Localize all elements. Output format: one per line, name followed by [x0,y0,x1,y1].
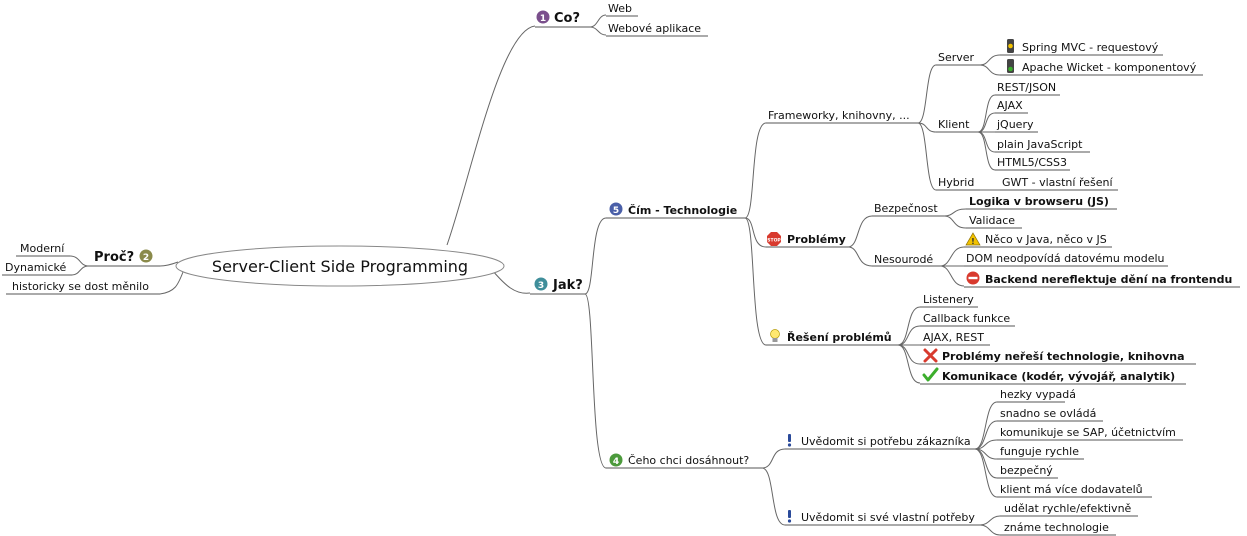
stop-sign-icon: STOP [767,232,781,246]
bezpecnost-item-validace: Validace [969,214,1015,227]
hybrid-label: Hybrid [938,176,974,189]
zakaznik-item-1: snadno se ovládá [1000,407,1096,420]
co-item-webove-aplikace: Webové aplikace [608,22,701,35]
bezpecnost-item-logika: Logika v browseru (JS) [969,195,1109,208]
svg-text:5: 5 [613,206,619,216]
svg-text:4: 4 [613,457,619,467]
server-item-wicket: Apache Wicket - komponentový [1022,61,1197,74]
klient-item-jquery: jQuery [996,118,1034,131]
svg-text:!: ! [971,237,975,246]
badge-number-icon: 1 [536,10,550,24]
root-title: Server-Client Side Programming [212,257,468,276]
zakaznik-item-3: funguje rychle [1000,445,1079,458]
zakaznik-item-5: klient má více dodavatelů [1000,483,1143,496]
klient-item-rest: REST/JSON [997,81,1056,94]
branch-ceho[interactable]: 4 Čeho chci dosáhnout? Uvědomit si potře… [606,388,1183,536]
red-cross-icon [923,348,938,363]
badge-number-icon: 3 [534,277,548,291]
jak-label: Jak? [552,278,583,293]
proc-label: Proč? [94,250,134,265]
proc-item-moderni: Moderní [20,242,65,255]
nesourode-item-backend: Backend nereflektuje dění na frontendu [985,273,1232,286]
zakaznik-item-4: bezpečný [1000,464,1053,477]
root-node[interactable]: Server-Client Side Programming [175,245,505,287]
frameworks-label: Frameworky, knihovny, ... [768,109,910,122]
vlastni-label: Uvědomit si své vlastní potřeby [801,511,975,524]
co-item-web: Web [608,2,632,15]
green-check-icon [922,367,939,382]
bezpecnost-label: Bezpečnost [874,202,938,215]
klient-item-plain-js: plain JavaScript [997,138,1083,151]
nesourode-label: Nesourodé [874,253,933,266]
klient-label: Klient [938,118,970,131]
vlastni-item-1: známe technologie [1004,521,1109,534]
zakaznik-item-0: hezky vypadá [1000,388,1076,401]
reseni-item-komunikace: Komunikace (kodér, vývojář, analytik) [942,370,1175,383]
reseni-item-ajax-rest: AJAX, REST [923,331,984,344]
svg-text:1: 1 [540,14,546,24]
branch-jak[interactable]: 3 Jak? [530,217,607,469]
badge-number-icon: 5 [609,202,623,216]
proc-item-historicky: historicky se dost měnilo [12,280,149,293]
nesourode-item-dom: DOM neodpovídá datovému modelu [966,252,1165,265]
co-label: Co? [554,11,580,26]
no-entry-icon [966,271,980,285]
reseni-label: Řešení problémů [787,331,892,344]
ceho-label: Čeho chci dosáhnout? [628,454,749,467]
svg-text:STOP: STOP [767,238,781,244]
klient-item-html5: HTML5/CSS3 [997,156,1067,169]
badge-number-icon: 2 [139,249,153,263]
exclamation-icon [787,510,792,523]
branch-co[interactable]: 1 Co? Web Webové aplikace [535,2,708,37]
zakaznik-label: Uvědomit si potřebu zákazníka [801,435,971,448]
cim-label: Čím - Technologie [628,204,737,217]
branch-proc[interactable]: Proč? 2 Moderní Dynamické historicky se … [2,242,160,295]
server-label: Server [938,51,975,64]
proc-item-dynamicke: Dynamické [5,261,66,274]
lightbulb-icon [770,329,780,342]
reseni-item-problemy: Problémy neřeší technologie, knihovna [942,350,1185,363]
vlastni-item-0: udělat rychle/efektivně [1004,502,1132,515]
badge-number-icon: 4 [609,453,623,467]
traffic-light-green-icon [1007,59,1014,73]
reseni-item-listenery: Listenery [923,293,974,306]
problemy-label: Problémy [787,233,846,246]
root-edges [159,25,536,295]
server-item-spring: Spring MVC - requestový [1022,41,1159,54]
svg-text:2: 2 [143,253,149,263]
exclamation-icon [787,434,792,447]
klient-item-ajax: AJAX [997,99,1023,112]
reseni-item-callback: Callback funkce [923,312,1010,325]
hybrid-item-gwt: GWT - vlastní řešení [1002,176,1113,189]
branch-cim[interactable]: 5 Čím - Technologie Frameworky, knihovny… [606,39,1240,385]
svg-text:3: 3 [538,281,544,291]
nesourode-item-java-js: Něco v Java, něco v JS [985,233,1107,246]
warning-icon: ! [965,232,981,246]
zakaznik-item-2: komunikuje se SAP, účetnictvím [1000,426,1176,439]
traffic-light-yellow-icon [1007,39,1014,53]
